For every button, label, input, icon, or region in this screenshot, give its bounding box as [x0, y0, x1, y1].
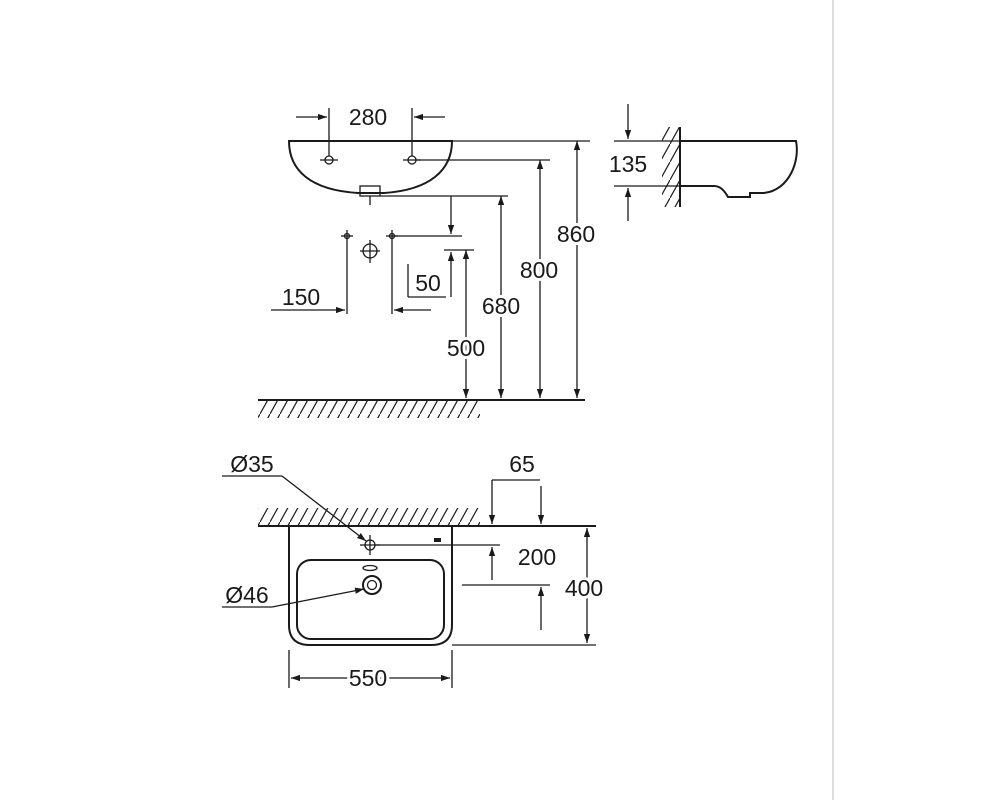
label-tap-hole-diameter: Ø35	[230, 451, 273, 477]
dim-waste-height: 500	[447, 335, 485, 361]
dim-width: 550	[349, 665, 387, 691]
dim-rim-depth: 135	[609, 151, 647, 177]
dim-rim-height: 800	[520, 257, 558, 283]
front-elevation: 280 150 50	[258, 104, 598, 418]
supply-point-left	[341, 230, 353, 314]
basin-side-outline	[680, 140, 798, 198]
dim-trap-inlet-height: 150	[282, 284, 320, 310]
dim-supply-height: 680	[482, 293, 520, 319]
dim-overall-height: 860	[557, 221, 595, 247]
supply-point-right	[386, 230, 398, 314]
dim-waste-from-wall: 200	[518, 544, 556, 570]
basin-plan-outline	[288, 526, 453, 646]
waste-point	[360, 240, 380, 263]
dim-hole-spacing: 280	[349, 104, 387, 130]
tap-hole-left	[320, 155, 338, 165]
wall-hatching	[662, 127, 681, 207]
dim-trap-offset: 50	[415, 270, 441, 296]
basin-plan-bowl	[296, 559, 445, 640]
dim-tap-hole-from-wall: 65	[509, 451, 535, 477]
side-profile: 135	[606, 104, 798, 221]
waste-outlet	[359, 185, 381, 197]
plan-view: Ø35 Ø46 65 200 400 550	[222, 451, 606, 694]
waste-plan	[362, 575, 382, 595]
floor-hatching	[258, 399, 585, 418]
plan-wall-hatching	[258, 508, 596, 527]
basin-front-outline	[287, 140, 454, 194]
label-waste-diameter: Ø46	[225, 582, 268, 608]
dim-depth: 400	[565, 575, 603, 601]
